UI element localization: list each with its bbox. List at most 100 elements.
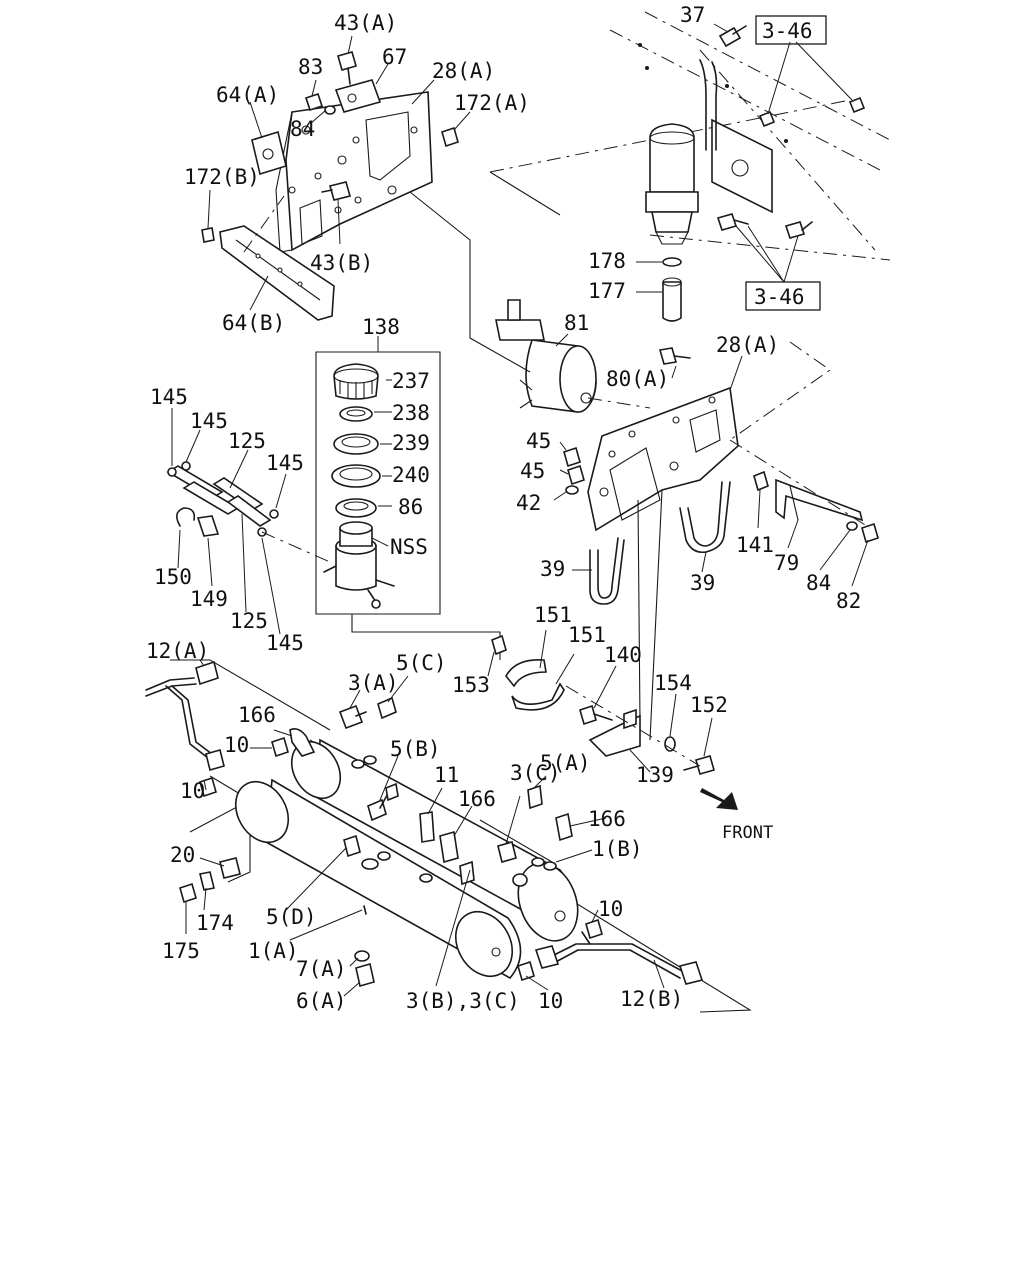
nuts-45 xyxy=(563,446,585,486)
motor-81 xyxy=(495,299,597,413)
label-154: 154 xyxy=(654,671,692,695)
arrow-icon xyxy=(700,788,738,810)
label-166-c: 166 xyxy=(588,807,626,831)
label-145-a: 145 xyxy=(150,385,188,409)
label-139: 139 xyxy=(636,763,674,787)
label-42: 42 xyxy=(516,491,541,515)
label-10-d: 10 xyxy=(598,897,623,921)
clamp-151-upper xyxy=(505,659,547,688)
label-166-a: 166 xyxy=(238,703,276,727)
label-125-bot: 125 xyxy=(230,609,268,633)
label-1b: 1(B) xyxy=(592,837,643,861)
bracket-79 xyxy=(775,478,864,522)
label-37: 37 xyxy=(680,3,705,27)
ref-label-bottom: 3-46 xyxy=(754,285,805,309)
label-238: 238 xyxy=(392,401,430,425)
tank-nss xyxy=(323,521,395,609)
hoses-125 xyxy=(166,465,272,527)
bracket-28a-mid xyxy=(587,386,739,532)
label-43a: 43(A) xyxy=(334,11,397,35)
nut-83 xyxy=(304,92,324,112)
washer-84-mid xyxy=(846,521,858,531)
label-64a: 64(A) xyxy=(216,83,279,107)
washer-84-top xyxy=(324,105,336,115)
label-5b: 5(B) xyxy=(390,737,441,761)
label-80a: 80(A) xyxy=(606,367,669,391)
clip-67 xyxy=(334,79,382,113)
label-84-mid: 84 xyxy=(806,571,831,595)
label-151-a: 151 xyxy=(534,603,572,627)
washer-42 xyxy=(565,485,579,495)
label-nss: NSS xyxy=(390,535,428,559)
label-39-b: 39 xyxy=(690,571,715,595)
label-28a-mid: 28(A) xyxy=(716,333,779,357)
air-dryer xyxy=(645,59,773,245)
label-79: 79 xyxy=(774,551,799,575)
label-3a: 3(A) xyxy=(348,671,399,695)
label-39-a: 39 xyxy=(540,557,565,581)
washer-154 xyxy=(664,736,676,752)
label-86: 86 xyxy=(398,495,423,519)
label-12b: 12(B) xyxy=(620,987,683,1011)
label-172b: 172(B) xyxy=(184,165,260,189)
bracket-64a xyxy=(251,130,287,176)
label-145-c: 145 xyxy=(266,451,304,475)
label-83: 83 xyxy=(298,55,323,79)
label-125-top: 125 xyxy=(228,429,266,453)
label-5c: 5(C) xyxy=(396,651,447,675)
label-239: 239 xyxy=(392,431,430,455)
label-240: 240 xyxy=(392,463,430,487)
label-64b: 64(B) xyxy=(222,311,285,335)
label-3c: 3(C) xyxy=(510,761,561,785)
bolt-43b xyxy=(321,181,351,201)
label-177: 177 xyxy=(588,279,626,303)
cap-237 xyxy=(333,363,379,400)
bolt-152 xyxy=(683,755,715,775)
label-45-a: 45 xyxy=(526,429,551,453)
label-67: 67 xyxy=(382,45,407,69)
label-172a: 172(A) xyxy=(454,91,530,115)
label-10-c: 10 xyxy=(538,989,563,1013)
label-20: 20 xyxy=(170,843,195,867)
label-7a: 7(A) xyxy=(296,957,347,981)
label-6a: 6(A) xyxy=(296,989,347,1013)
nut-172a xyxy=(441,126,459,148)
front-label: FRONT xyxy=(722,823,773,843)
label-152: 152 xyxy=(690,693,728,717)
label-150: 150 xyxy=(154,565,192,589)
label-149: 149 xyxy=(190,587,228,611)
label-175: 175 xyxy=(162,939,200,963)
bolt-140 xyxy=(579,704,613,726)
label-12a: 12(A) xyxy=(146,639,209,663)
ring-240 xyxy=(331,464,381,488)
label-1a: 1(A) xyxy=(248,939,299,963)
label-28a-top: 28(A) xyxy=(432,59,495,83)
tank-1a xyxy=(234,778,522,980)
label-11: 11 xyxy=(434,763,459,787)
ring-238 xyxy=(339,406,373,422)
bolt-37 xyxy=(718,25,747,48)
bolt-80a xyxy=(658,347,691,365)
label-138: 138 xyxy=(362,315,400,339)
label-145-b: 145 xyxy=(190,409,228,433)
label-141: 141 xyxy=(736,533,774,557)
nut-82 xyxy=(861,522,879,544)
nut-141 xyxy=(753,470,769,492)
ring-239 xyxy=(333,433,379,455)
nut-ref-top xyxy=(758,96,866,128)
bracket-28a-top xyxy=(275,91,433,253)
label-237: 237 xyxy=(392,369,430,393)
ref-label-top: 3-46 xyxy=(762,19,813,43)
label-3b3c: 3(B),3(C) xyxy=(406,989,520,1013)
nut-153 xyxy=(491,634,507,656)
label-178: 178 xyxy=(588,249,626,273)
pipe-12b xyxy=(534,931,704,985)
label-10-b: 10 xyxy=(180,779,205,803)
fittings xyxy=(179,696,603,988)
label-166-b: 166 xyxy=(458,787,496,811)
label-10-a: 10 xyxy=(224,733,249,757)
label-82: 82 xyxy=(836,589,861,613)
u-bolt-39-right xyxy=(679,481,731,554)
clip-150 xyxy=(176,507,196,527)
bracket-139 xyxy=(588,708,641,757)
